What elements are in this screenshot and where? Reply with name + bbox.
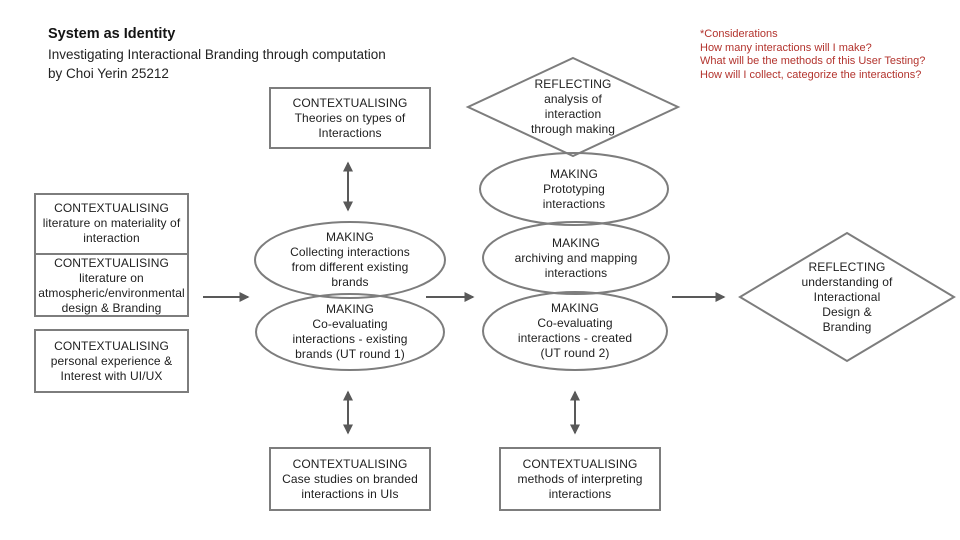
page-title: System as Identity — [48, 26, 176, 42]
ellipse-making-coeval-created — [482, 291, 668, 371]
ellipse-making-prototyping — [479, 152, 669, 226]
label-ctx-materiality: CONTEXTUALISING literature on materialit… — [42, 201, 181, 245]
considerations-line: How will I collect, categorize the inter… — [700, 68, 922, 81]
ellipse-making-archiving — [482, 221, 670, 295]
label-reflecting-understanding: REFLECTING understanding of Interactiona… — [801, 260, 893, 334]
label-making-coeval-created: MAKING Co-evaluating interactions - crea… — [517, 301, 633, 360]
ellipse-making-coeval-existing — [255, 293, 445, 371]
considerations-line: How many interactions will I make? — [700, 41, 872, 54]
considerations-line: What will be the methods of this User Te… — [700, 55, 926, 67]
label-making-collecting: MAKING Collecting interactions from diff… — [290, 230, 410, 289]
label-reflecting-analysis: REFLECTING analysis of interaction throu… — [530, 77, 616, 136]
box-ctx-theories — [269, 87, 431, 149]
label-ctx-theories: CONTEXTUALISING Theories on types of Int… — [292, 96, 408, 140]
considerations-note: *Considerations How many interactions wi… — [700, 28, 958, 82]
label-ctx-atmospheric: CONTEXTUALISING literature on atmospheri… — [38, 256, 185, 315]
ellipse-making-collecting — [254, 221, 446, 299]
diamond-reflecting-analysis — [465, 56, 681, 158]
label-making-prototyping: MAKING Prototyping interactions — [542, 167, 606, 211]
label-ctx-case-studies: CONTEXTUALISING Case studies on branded … — [282, 457, 418, 501]
page-subtitle: Investigating Interactional Branding thr… — [48, 47, 386, 62]
box-ctx-personal — [34, 329, 189, 393]
label-making-coeval-existing: MAKING Co-evaluating interactions - exis… — [292, 302, 408, 361]
label-ctx-personal: CONTEXTUALISING personal experience & In… — [50, 339, 173, 383]
diamond-reflecting-understanding — [738, 231, 956, 363]
considerations-heading: *Considerations — [700, 28, 778, 40]
label-ctx-interpreting: CONTEXTUALISING methods of interpreting … — [517, 457, 643, 501]
box-ctx-case-studies — [269, 447, 431, 511]
label-making-archiving: MAKING archiving and mapping interaction… — [514, 236, 638, 280]
box-ctx-atmospheric — [34, 253, 189, 317]
page-byline: by Choi Yerin 25212 — [48, 66, 169, 81]
header: System as Identity Investigating Interac… — [48, 26, 468, 85]
box-ctx-interpreting — [499, 447, 661, 511]
